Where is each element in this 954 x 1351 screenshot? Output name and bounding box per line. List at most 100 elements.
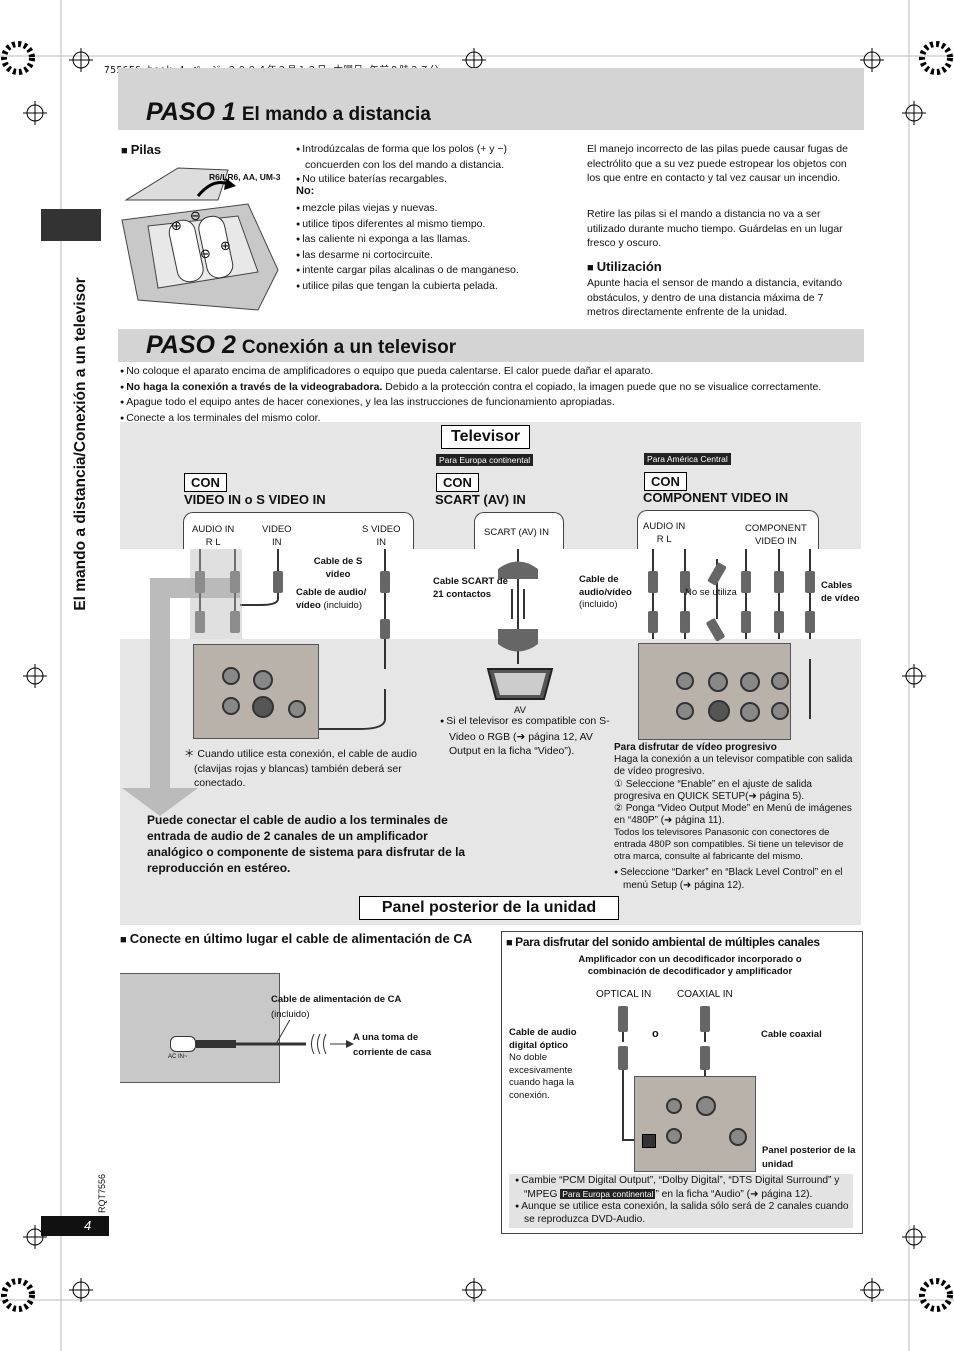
progressive-title: Para disfrutar de vídeo progresivo (614, 742, 777, 753)
con-badge: CON (644, 472, 687, 491)
ac-inlet (170, 1036, 196, 1052)
col1-title: VIDEO IN o S VIDEO IN (184, 492, 326, 507)
col2-title: SCART (AV) IN (435, 492, 526, 507)
no-bullets: mezcle pilas viejas y nuevas. utilice ti… (296, 201, 546, 294)
jack (676, 702, 694, 720)
jack (696, 1096, 716, 1116)
ac-in-label: AC IN~ (168, 1054, 188, 1060)
svg-text:⊕: ⊕ (171, 219, 182, 234)
no-bullet: intente cargar pilas alcalinas o de mang… (296, 263, 546, 279)
svg-text:⊖: ⊖ (190, 209, 201, 224)
stereo-arrow (122, 578, 240, 816)
paso2-word: PASO 2 (146, 331, 236, 359)
jack (666, 1128, 682, 1144)
paso2-bullet: Conecte a los terminales del mismo color… (120, 411, 880, 427)
jack (771, 702, 789, 720)
av-label: AV (514, 705, 526, 716)
svg-text:⊖: ⊖ (200, 247, 211, 262)
progressive-bullet: Seleccione “Darker” en “Black Level Cont… (614, 867, 854, 891)
jack (740, 672, 760, 692)
surround-bullet: Aunque se utilice esta conexión, la sali… (515, 1201, 851, 1226)
jack (252, 696, 274, 718)
cable-scart-label: Cable SCART de 21 contactos (433, 576, 508, 600)
progressive-text: Todos los televisores Panasonic con cone… (614, 827, 844, 863)
paso2-bullets: No coloque el aparato encima de amplific… (120, 364, 880, 426)
col3-region-tag: Para América Central (644, 453, 731, 465)
jack (729, 1128, 747, 1146)
con-badge: CON (436, 473, 479, 492)
progressive-step: ① Seleccione “Enable” en el ajuste de sa… (614, 778, 812, 802)
cable-area (120, 549, 861, 639)
utilizacion-heading: Utilización (587, 259, 662, 274)
paso1-word: PASO 1 (146, 98, 236, 126)
no-label: No: (296, 185, 315, 197)
surround-bullet: Cambie “PCM Digital Output”, “Dolby Digi… (515, 1175, 851, 1201)
side-title: El mando a distancia/Conexión a un telev… (72, 277, 89, 611)
surround-panel-label: Panel posterior de la unidad (762, 1145, 856, 1170)
no-bullet: utilice pilas que tengan la cubierta pel… (296, 279, 546, 295)
jack (708, 672, 728, 692)
cable-av-label: Cable de audio/ vídeo (incluido) (296, 587, 367, 611)
col3-title: COMPONENT VIDEO IN (643, 490, 789, 505)
no-bullet: las desarme ni cortocircuite. (296, 248, 546, 264)
battery-type-label: R6/LR6, AA, UM-3 (209, 172, 281, 182)
paso2-bullet: No coloque el aparato encima de amplific… (120, 364, 880, 380)
battery-warning-1: El manejo incorrecto de las pilas puede … (587, 143, 848, 184)
tv2-terminal (474, 512, 564, 549)
side-tab (41, 209, 101, 241)
paso2-title: Conexión a un televisor (241, 337, 457, 358)
jack (666, 1098, 682, 1114)
con-badge: CON (184, 473, 227, 492)
surround-rear-panel (634, 1076, 756, 1172)
cables-video-label: Cables de vídeo (821, 580, 860, 604)
cable-av3-label: Cable de audio/vídeo(incluido) (579, 574, 632, 610)
surround-cables (618, 1006, 710, 1141)
cable-svideo-label: Cable de S vídeo (313, 556, 363, 580)
rear-panel-left (193, 644, 319, 739)
paso2-bullet: Apague todo el equipo antes de hacer con… (120, 395, 880, 411)
progressive-section: Para disfrutar de vídeo progresivo Haga … (614, 742, 854, 892)
coax-cable-label: Cable coaxial (761, 1029, 822, 1040)
no-bullet: las caliente ni exponga a las llamas. (296, 232, 546, 248)
jack (253, 670, 273, 690)
jack (222, 667, 240, 685)
jack (708, 700, 730, 722)
doc-code: RQT7556 (97, 1173, 107, 1213)
scart-note: Si el televisor es compatible con S-Vide… (440, 714, 620, 759)
pilas-heading: Pilas (121, 142, 161, 157)
page-number: 4 (84, 1218, 92, 1233)
stereo-note: Puede conectar el cable de audio a los t… (147, 813, 466, 875)
optical-port (642, 1134, 656, 1148)
or-label: o (652, 1028, 659, 1040)
surround-bullets: Cambie “PCM Digital Output”, “Dolby Digi… (515, 1175, 851, 1226)
optical-in-label: OPTICAL IN (596, 989, 652, 1000)
no-se-utiliza-label: No se utiliza (685, 587, 737, 598)
no-bullet: utilice tipos diferentes al mismo tiempo… (296, 217, 546, 233)
paso1-title: El mando a distancia (241, 104, 431, 125)
jack (676, 672, 694, 690)
coaxial-in-label: COAXIAL IN (677, 989, 733, 1000)
ac-cable-label: Cable de alimentación de CA(incluido) (271, 994, 402, 1020)
tv-label: Televisor (441, 425, 531, 449)
scart-connector (486, 668, 554, 700)
pilas-bullet: Introdúzcalas de forma que los polos (+ … (296, 142, 541, 172)
cable-drawings (190, 549, 815, 730)
surround-box (501, 931, 863, 1234)
svg-text:⊕: ⊕ (220, 239, 231, 254)
surround-heading: Para disfrutar del sonido ambiental de m… (506, 935, 820, 949)
outlet-label: A una toma de corriente de casa (353, 1032, 432, 1058)
progressive-text: Haga la conexión a un televisor compatib… (614, 754, 853, 778)
page-number-bg (41, 1216, 109, 1236)
panel-label: Panel posterior de la unidad (359, 896, 619, 920)
tv2-scart-label: SCART (AV) IN (484, 527, 549, 538)
footnote: ＊ Cuando utilice esta conexión, el cable… (184, 748, 417, 789)
pilas-bullet: No utilice baterías recargables. (296, 172, 541, 188)
ac-cord (196, 1020, 354, 1055)
progressive-step: ② Ponga “Video Output Mode” en Menú de i… (614, 803, 852, 827)
remote-battery-illustration: ⊕ ⊖ ⊖ ⊕ (121, 167, 279, 311)
